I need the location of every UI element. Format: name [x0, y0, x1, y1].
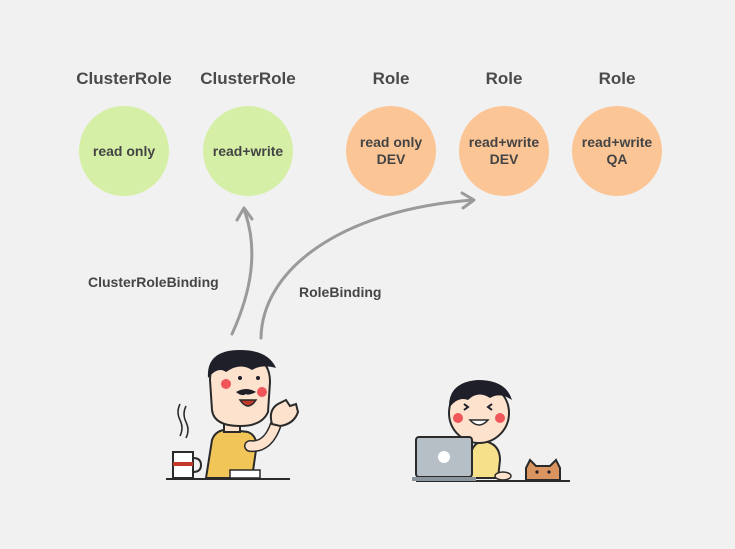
mustached-person-icon: [166, 350, 300, 480]
role-binding-label: RoleBinding: [299, 284, 382, 300]
role-read-write-qa-bubble: read+write QA: [572, 106, 662, 196]
clusterrole-read-write-bubble: read+write: [203, 106, 293, 196]
role-read-only-dev-bubble: read only DEV: [346, 106, 436, 196]
bubble-label: read only: [359, 134, 423, 150]
bubble-label: read+write: [581, 134, 653, 150]
person-with-laptop-icon: [412, 380, 570, 482]
role-title-clusterrole-read-only: ClusterRole: [76, 69, 172, 88]
cat-icon: [525, 458, 561, 481]
bubble-label: read+write: [468, 134, 540, 150]
role-title-role-read-write-qa: Role: [598, 69, 636, 88]
role-read-write-dev-bubble: read+write DEV: [459, 106, 549, 196]
bubble-label: read+write: [212, 142, 284, 159]
bubble-namespace: DEV: [489, 151, 519, 167]
cluster-role-binding-arrow: [230, 206, 254, 336]
role-title-role-read-write-dev: Role: [485, 69, 523, 88]
role-binding-arrow: [259, 191, 476, 340]
role-title-clusterrole-read-write: ClusterRole: [200, 69, 296, 88]
role-title-role-read-only-dev: Role: [372, 69, 410, 88]
coffee-mug-icon: [172, 403, 203, 479]
cluster-role-binding-label: ClusterRoleBinding: [88, 274, 219, 290]
bubble-namespace: QA: [606, 151, 628, 167]
bubble-label: read only: [92, 142, 156, 159]
bubble-namespace: DEV: [376, 151, 406, 167]
clusterrole-read-only-bubble: read only: [79, 106, 169, 196]
